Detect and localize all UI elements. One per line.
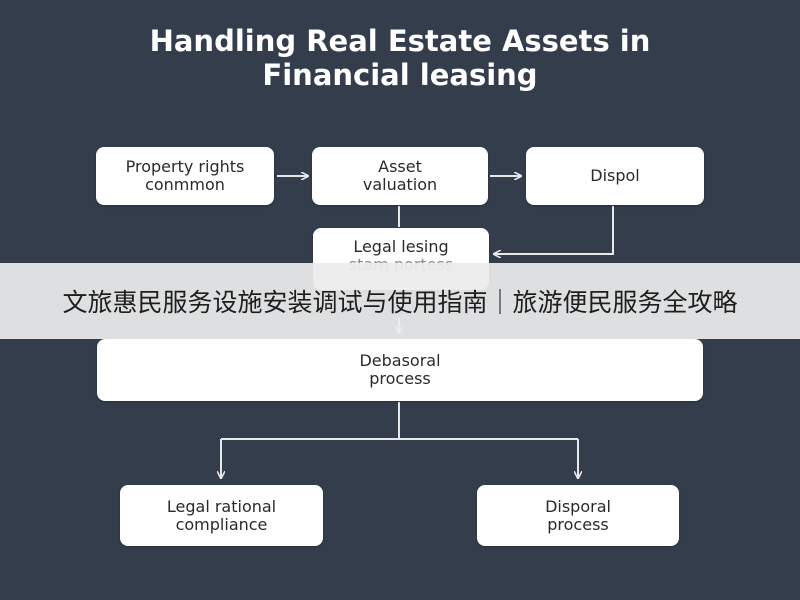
node-legal-compliance-line-1: Legal rational xyxy=(166,496,277,516)
node-property-rights-line-1: Property rights xyxy=(125,157,245,176)
node-debasoral-process: Debasoral process xyxy=(97,339,703,401)
node-disporal-process: Disporal process xyxy=(477,485,679,546)
node-property-rights-line-2: conmmon xyxy=(145,175,225,194)
node-legal-compliance-line-2: compliance xyxy=(175,514,268,534)
node-disporal-line-1: Disporal xyxy=(545,496,611,516)
node-dispol: Dispol xyxy=(526,147,704,205)
node-debasoral-line-1: Debasoral xyxy=(359,351,441,370)
arrow-dispol-to-legal-leasing xyxy=(494,206,614,254)
node-disporal-line-2: process xyxy=(547,514,609,534)
node-asset-valuation-line-1: Asset xyxy=(378,157,422,176)
node-legal-leasing-line-1: Legal lesing xyxy=(353,237,449,256)
diagram-title-line-2: Financial leasing xyxy=(262,58,538,92)
node-dispol-line-1: Dispol xyxy=(590,166,640,185)
overlay-banner-text: 文旅惠民服务设施安装调试与使用指南｜旅游便民服务全攻略 xyxy=(62,288,738,317)
node-asset-valuation: Asset valuation xyxy=(312,147,488,205)
node-property-rights: Property rights conmmon xyxy=(96,147,274,205)
diagram-title-line-1: Handling Real Estate Assets in xyxy=(149,24,651,58)
node-legal-compliance: Legal rational compliance xyxy=(120,485,323,546)
node-asset-valuation-line-2: valuation xyxy=(362,175,438,194)
overlay-banner: 文旅惠民服务设施安装调试与使用指南｜旅游便民服务全攻略 xyxy=(0,263,800,339)
node-debasoral-line-2: process xyxy=(369,369,431,388)
